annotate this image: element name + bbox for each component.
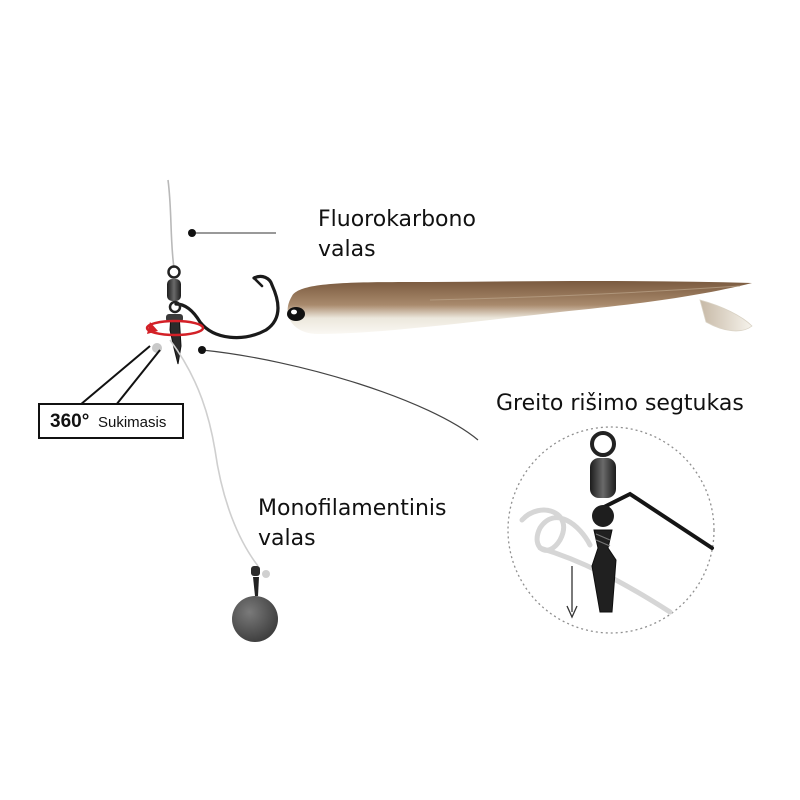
monofilament-label: Monofilamentinis valas	[258, 494, 446, 554]
bait-eye-icon	[287, 307, 305, 321]
rotation-badge: 360° Sukimasis	[38, 403, 184, 439]
fluorocarbon-label: Fluorokarbono valas	[318, 205, 476, 265]
fluorocarbon-label-line1: Fluorokarbono	[318, 207, 476, 232]
rotation-word: Sukimasis	[98, 414, 167, 431]
sinker-icon	[232, 566, 278, 642]
fluorocarbon-line	[167, 179, 175, 269]
rotation-arrow-icon	[145, 319, 205, 337]
fluorocarbon-pointer	[188, 229, 276, 237]
quick-snap-title: Greito rišimo segtukas	[496, 391, 744, 416]
monofilament-label-line2: valas	[258, 526, 316, 551]
monofilament-pointer	[198, 346, 479, 441]
hook-icon	[174, 274, 280, 340]
soft-bait-fish	[287, 281, 753, 334]
rotation-callout	[79, 345, 161, 406]
monofilament-line	[169, 339, 259, 567]
monofilament-label-line1: Monofilamentinis	[258, 496, 447, 521]
fluorocarbon-label-line2: valas	[318, 237, 376, 262]
mono-knot-dot	[152, 343, 162, 353]
rotation-degrees: 360°	[50, 411, 90, 432]
swivel-snap-icon	[166, 265, 183, 365]
zoom-detail-circle	[507, 426, 715, 634]
